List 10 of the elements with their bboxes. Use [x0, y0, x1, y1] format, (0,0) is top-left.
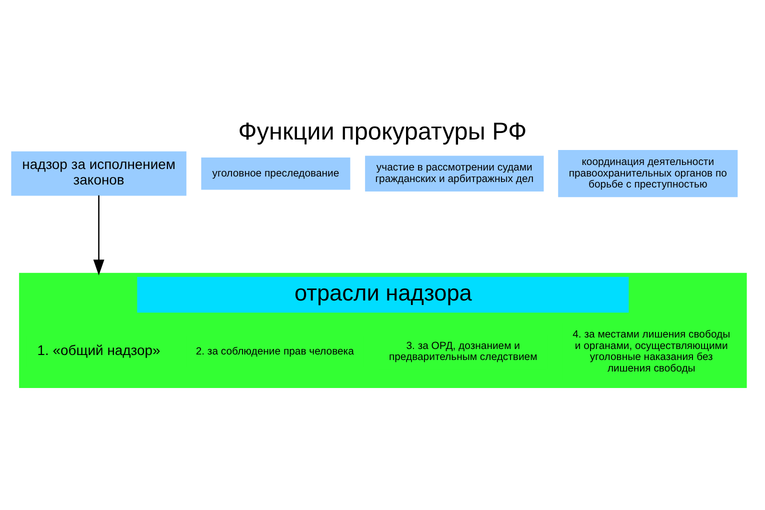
node-box: координация деятельности правоохранительных органов по борьбе с преступностью [558, 150, 738, 197]
node-text: 2. за соблюдение прав человека [196, 346, 354, 358]
arrow [93, 194, 104, 275]
node-box: участие в рассмотрении судами гражданских и арбитражных дел [365, 155, 544, 191]
diagram-title: Функции прокуратуры РФ [238, 118, 527, 145]
node-text: 1. «общий надзор» [37, 342, 160, 358]
node-box: надзор за исполнением законов [11, 150, 186, 196]
node-text: 3. за ОРД, дознанием и предварительным следствием [388, 340, 538, 363]
node-text: 4. за местами лишения свободы и органами, осуществляющими уголовные наказания без лишения свободы [572, 329, 730, 374]
node-box: уголовное преследование [201, 156, 350, 190]
